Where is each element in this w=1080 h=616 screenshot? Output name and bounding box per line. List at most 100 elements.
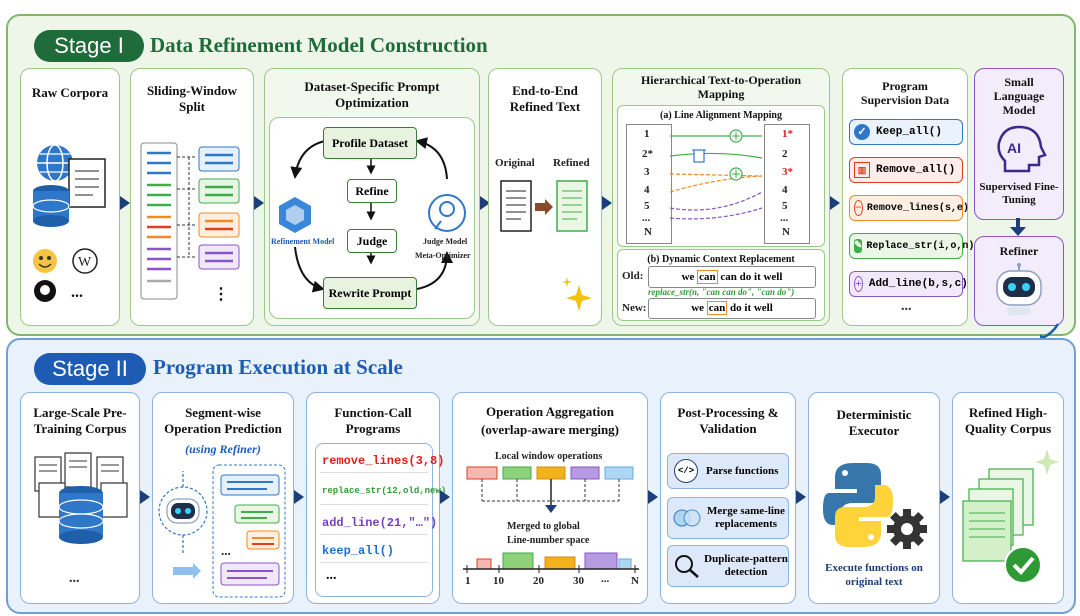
refined-corpus-title: Refined High-Quality Corpus (964, 405, 1052, 436)
tick-20: 20 (533, 575, 544, 587)
keep-all-op-label: Keep_all() (876, 126, 943, 138)
stage2-badge: Stage II (34, 353, 146, 385)
python-gear-icon (823, 463, 927, 549)
arrow-icon (140, 490, 150, 504)
sparkle-icon (562, 277, 592, 311)
line-alignment-title: (a) Line Alignment Mapping (660, 110, 782, 121)
old-label: Old: (622, 270, 644, 282)
refined-corpus-icon (962, 449, 1059, 584)
meta-optimizer-label: Meta-Optimizer (415, 251, 471, 260)
more-sources-icon: ... (71, 284, 83, 301)
refinement-model-icon (279, 197, 311, 233)
left-line-4: 4 (644, 184, 650, 196)
refiner-panel: Refiner (974, 236, 1064, 326)
check-circle-icon (1004, 546, 1042, 584)
global-line-axis (463, 552, 639, 573)
tick-n: N (631, 575, 639, 587)
corpus-stack-icon (34, 452, 128, 544)
prompt-loop-arrows (279, 137, 466, 293)
down-arrow-icon (545, 505, 557, 513)
parse-functions-step: </> Parse functions (667, 453, 789, 489)
remove-lines-op-label: Remove_lines(s,e) (866, 202, 969, 214)
raw-corpora-panel: Raw Corpora W ... (20, 68, 120, 326)
merge-replacements-label: Merge same-line replacements (707, 505, 785, 530)
left-line-3: 3 (644, 166, 650, 178)
arrow-icon (830, 196, 840, 210)
right-line-n: N (782, 226, 790, 238)
remove-all-op: ▥ Remove_all() (849, 157, 963, 183)
merged-label-1: Merged to global (507, 521, 580, 532)
new-text-post: do it well (727, 302, 773, 314)
check-icon: ✓ (854, 124, 870, 140)
sliding-window-panel: Sliding-Window Split ⋮ (130, 68, 254, 326)
github-icon (34, 280, 56, 302)
right-line-2: 2 (782, 148, 788, 160)
rewrite-prompt-step: Rewrite Prompt (323, 277, 417, 309)
replace-str-op: ✎ Replace_str(i,o,n) (849, 233, 974, 259)
new-label: New: (622, 302, 647, 314)
aggregation-title: Operation Aggregation (overlap-aware mer… (480, 404, 620, 437)
merge-replacements-step: Merge same-line replacements (667, 497, 789, 539)
refine-step: Refine (347, 179, 397, 203)
arrow-icon (120, 196, 130, 210)
ai-head-icon-text: AI (1007, 140, 1021, 156)
sliding-window-title: Sliding-Window Split (146, 83, 238, 114)
tick-1: 1 (465, 575, 471, 587)
slm-caption: Supervised Fine-Tuning (979, 181, 1059, 206)
segment-title: Segment-wise Operation Prediction (164, 405, 282, 436)
new-text-pre: we (691, 302, 707, 314)
magnifier-icon (675, 555, 699, 578)
refinement-model-label: Refinement Model (271, 237, 335, 246)
hierarchical-mapping-panel: Hierarchical Text-to-Operation Mapping (… (612, 68, 830, 326)
replace-str-op-label: Replace_str(i,o,n) (866, 240, 975, 252)
prompt-optimization-panel: Dataset-Specific Prompt Optimization Pro… (264, 68, 480, 326)
arrow-icon (940, 490, 950, 504)
globe-icon (37, 144, 73, 182)
program-supervision-title: Program Supervision Data (860, 79, 950, 107)
keep-all-op: ✓ Keep_all() (849, 119, 963, 145)
trash-icon (692, 149, 706, 163)
stage2-title: Program Execution at Scale (153, 355, 403, 379)
add-icon (729, 167, 743, 181)
database-icon (32, 185, 70, 227)
function-call-item-4: keep_all() (322, 544, 395, 558)
stage1-badge: Stage I (34, 30, 144, 62)
python-icon (823, 463, 893, 547)
segment-diagram (158, 464, 286, 598)
corpus-panel: Large-Scale Pre-Training Corpus ... (20, 392, 140, 604)
parse-functions-label: Parse functions (706, 465, 779, 477)
line-alignment-box: (a) Line Alignment Mapping 1 2* 3 4 5 ..… (617, 105, 825, 247)
huggingface-icon (33, 249, 57, 273)
edit-icon: ✎ (854, 239, 863, 253)
refined-corpus-panel: Refined High-Quality Corpus (952, 392, 1064, 604)
code-icon: </> (674, 459, 698, 483)
arrow-icon (602, 196, 612, 210)
e2e-panel: End-to-End Refined Text Original Refined (488, 68, 602, 326)
add-icon (729, 129, 743, 143)
program-more: ... (901, 299, 912, 314)
context-replacement-title: (b) Dynamic Context Replacement (647, 254, 795, 265)
new-text-mark: can (706, 301, 728, 315)
refiner-title: Refiner (999, 244, 1039, 258)
corpus-more: ... (69, 571, 80, 586)
stage1-title: Data Refinement Model Construction (150, 33, 488, 57)
duplicate-detection-step: Duplicate-pattern detection (667, 545, 789, 587)
e2e-title: End-to-End Refined Text (509, 83, 581, 114)
database-icon (58, 486, 104, 544)
replace-op-text: replace_str(n, "can can do", "can do") (648, 287, 795, 297)
post-processing-title: Post-Processing & Validation (677, 405, 779, 436)
arrow-icon (294, 490, 304, 504)
judge-step: Judge (347, 229, 397, 253)
left-line-n: N (644, 226, 652, 238)
raw-corpora-title: Raw Corpora (31, 85, 109, 100)
slm-panel: Small Language Model AI Supervised Fine-… (974, 68, 1064, 220)
arrow-icon (173, 563, 201, 579)
left-lines-column (626, 124, 672, 244)
new-text-box: we can do it well (648, 298, 816, 319)
arrow-icon (480, 196, 490, 210)
arrow-icon (440, 490, 450, 504)
arrow-icon (254, 196, 264, 210)
transform-arrow-icon (535, 199, 553, 215)
right-line-3: 3* (782, 166, 793, 178)
segment-panel: Segment-wise Operation Prediction (using… (152, 392, 294, 604)
